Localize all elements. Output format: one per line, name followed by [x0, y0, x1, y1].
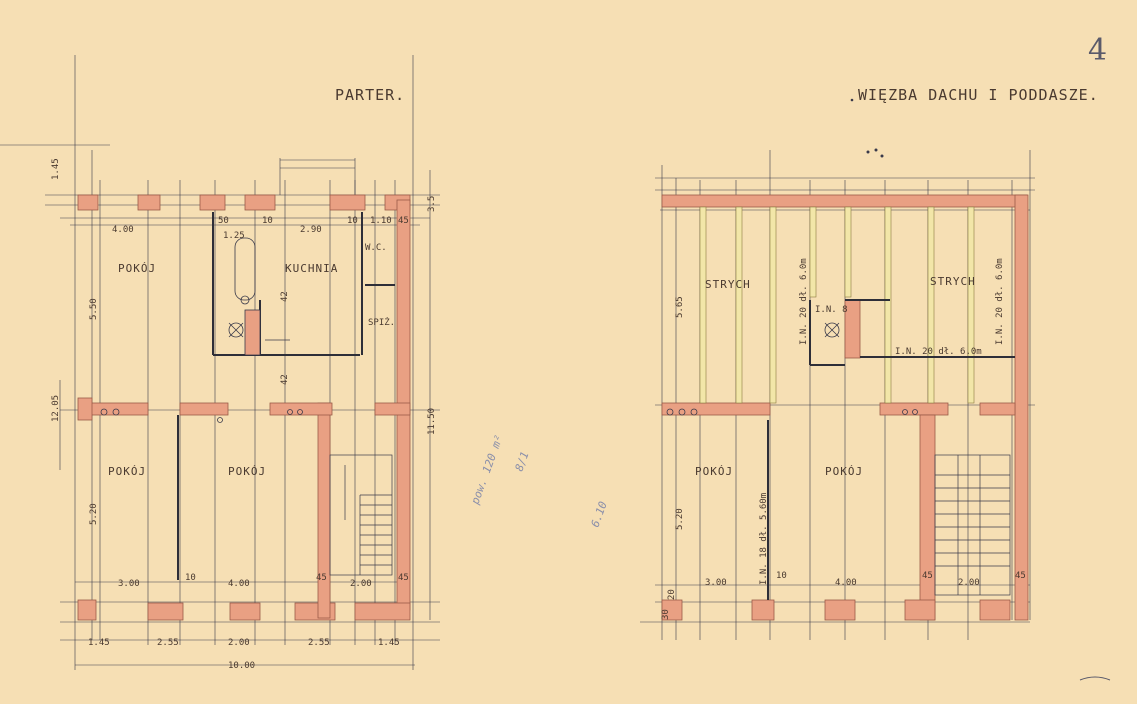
pantry-label: SPIŻ. [368, 317, 395, 328]
room-label-living-3: POKÓJ [228, 465, 266, 478]
attic-dim-bottom-3: 4.00 [835, 578, 857, 588]
dim-top-2: 1.25 [223, 231, 245, 241]
dim-bottom-inner-1: 3.00 [118, 579, 140, 589]
dim-top-5: 1.10 [370, 216, 392, 226]
dim-top-7: 10 [262, 216, 273, 226]
dim-top-4: 10 [347, 216, 358, 226]
beam-label-4: I.N. 20 dł. 6.0m [895, 347, 982, 357]
dim-right-2: 3.5 [427, 196, 437, 212]
attic-rafters [699, 206, 975, 404]
room-label-living-1: POKÓJ [118, 262, 156, 275]
attic-steel-beams [767, 299, 1015, 600]
ground-floor-stairs [329, 454, 393, 576]
dim-bottom-inner-2: 10 [185, 573, 196, 583]
attic-dim-bottom-4: 45 [922, 571, 933, 581]
room-label-attic-1: STRYCH [705, 278, 751, 291]
ground-floor-plan: PARTER. [0, 55, 440, 671]
attic-walls [661, 194, 1029, 621]
room-label-upper-2: POKÓJ [825, 465, 863, 478]
dim-bottom-inner-3: 4.00 [228, 579, 250, 589]
dim-top-6: 45 [398, 216, 409, 226]
attic-dim-left-2: 5.20 [675, 508, 685, 530]
room-label-living-2: POKÓJ [108, 465, 146, 478]
dim-top-1: 4.00 [112, 225, 134, 235]
dim-top-3: 2.90 [300, 225, 322, 235]
dim-inner-1: 42 [280, 291, 290, 302]
room-label-kitchen: KUCHNIA [285, 262, 338, 275]
dim-total-width: 10.00 [228, 661, 255, 671]
ground-floor-title: PARTER. [335, 86, 405, 104]
dim-bottom-1: 1.45 [88, 638, 110, 648]
attic-dim-left-1: 5.65 [675, 296, 685, 318]
dim-bottom-5: 1.45 [378, 638, 400, 648]
kitchen-fixtures [228, 237, 290, 356]
dim-top-8: 50 [218, 216, 229, 226]
beam-label-2: I.N. 8 [815, 305, 848, 315]
dim-bottom-inner-4: 45 [316, 573, 327, 583]
attic-dim-bottom-2: 10 [776, 571, 787, 581]
dim-inner-2: 42 [280, 374, 290, 385]
dim-left-1: 1.45 [51, 158, 61, 180]
attic-dim-bottom-6: 45 [1015, 571, 1026, 581]
attic-dim-bottom-1: 3.00 [705, 578, 727, 588]
attic-dim-left-4: 30 [661, 609, 671, 620]
room-label-upper-1: POKÓJ [695, 465, 733, 478]
wc-label: W.C. [365, 243, 387, 253]
dim-bottom-2: 2.55 [157, 638, 179, 648]
dim-left-2: 12.05 [51, 395, 61, 422]
dim-bottom-3: 2.00 [228, 638, 250, 648]
attic-dim-bottom-5: 2.00 [958, 578, 980, 588]
pencil-note-fraction: 8/1 [513, 450, 532, 473]
attic-title: WIĘZBA DACHU I PODDASZE. [858, 86, 1099, 104]
dim-left-3: 5.50 [89, 298, 99, 320]
dim-bottom-inner-5: 2.00 [350, 579, 372, 589]
dim-left-4: 5.20 [89, 503, 99, 525]
attic-plan: WIĘZBA DACHU I PODDASZE. [640, 86, 1099, 640]
attic-stairs [934, 454, 1011, 596]
dot-marks [850, 98, 884, 158]
beam-label-3: I.N. 20 dł. 6.0m [995, 258, 1005, 345]
attic-chimney [666, 322, 918, 416]
dim-bottom-inner-6: 45 [398, 573, 409, 583]
ground-floor-chimneys [100, 408, 303, 423]
beam-label-1: I.N. 20 dł. 6.0m [799, 258, 809, 345]
beam-label-5: I.N. 18 dł. 5.60m [759, 493, 769, 585]
dim-right-1: 11.50 [427, 408, 437, 435]
dim-bottom-4: 2.55 [308, 638, 330, 648]
corner-mark [1079, 676, 1111, 681]
ground-floor-walls [77, 194, 411, 621]
attic-dim-left-3: 20 [667, 589, 677, 600]
room-label-attic-2: STRYCH [930, 275, 976, 288]
page-number: 4 [1088, 33, 1107, 68]
